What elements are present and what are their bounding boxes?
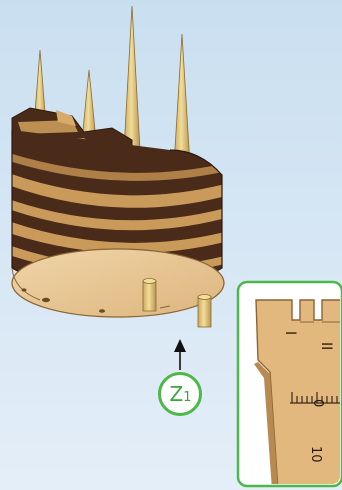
screw-hole (99, 309, 105, 313)
label-scale-start: 0 (310, 399, 325, 407)
callout-subscript: 1 (183, 390, 190, 405)
screw-hole (22, 288, 27, 291)
callout-letter: Z (170, 382, 183, 406)
label-part-b: II (318, 342, 334, 350)
label-scale-end: 10 (308, 446, 323, 463)
label-part-a: I (282, 331, 298, 335)
inset-panel: I II 0 10 (238, 282, 342, 490)
plywood-base (12, 249, 224, 317)
screw-hole (42, 298, 50, 302)
